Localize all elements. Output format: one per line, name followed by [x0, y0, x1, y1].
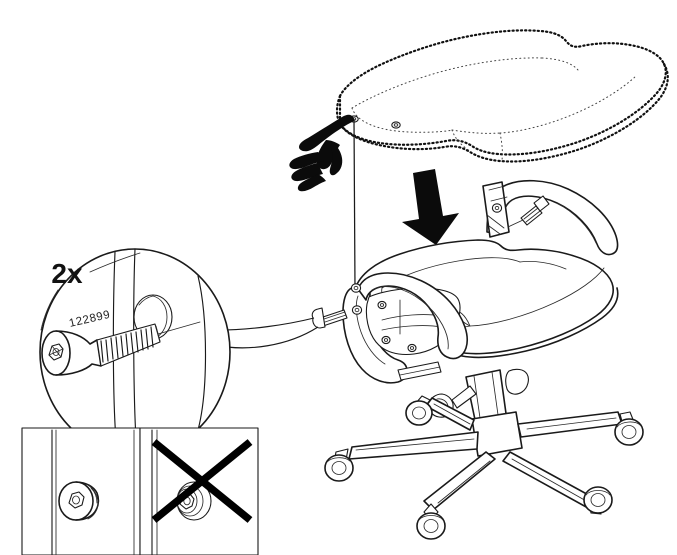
office-chair	[324, 179, 644, 540]
x-cross-mark	[151, 439, 253, 523]
alignment-guide-line	[353, 118, 356, 291]
insertion-screw	[311, 307, 348, 329]
caster-front-right	[583, 486, 613, 515]
caster-left	[324, 448, 354, 482]
chair-base-5-star	[348, 397, 623, 511]
pointing-hand-icon	[289, 114, 355, 192]
quantity-leader	[89, 252, 141, 273]
direction-arrow-down	[402, 169, 459, 245]
correct-usage-panel	[21, 427, 141, 555]
quantity-label: 2x	[51, 258, 83, 289]
incorrect-usage-panel	[139, 427, 259, 555]
cushion-screw-hole-right	[391, 121, 401, 129]
screw-head-flush	[58, 481, 100, 521]
hex-socket	[48, 343, 64, 361]
armrest-screw	[507, 195, 550, 228]
magnified-screw	[41, 321, 201, 376]
comparison-panels	[21, 427, 259, 555]
caster-right	[614, 411, 644, 446]
caster-back	[405, 395, 433, 426]
caster-front-left	[416, 503, 446, 540]
frame-screw-hole-lower	[351, 305, 363, 315]
left-armrest	[357, 272, 468, 360]
frame-screw-hole-upper	[350, 283, 362, 293]
backrest-bracket	[482, 181, 510, 238]
callout-leader-upper	[217, 317, 315, 331]
quantity-leader-down	[40, 289, 59, 331]
screw-threads	[100, 326, 154, 363]
seat-adjust-lever	[397, 361, 442, 381]
ghost-seat-cushion	[335, 29, 669, 163]
magnified-part-callout: 2x 122899	[39, 248, 231, 456]
